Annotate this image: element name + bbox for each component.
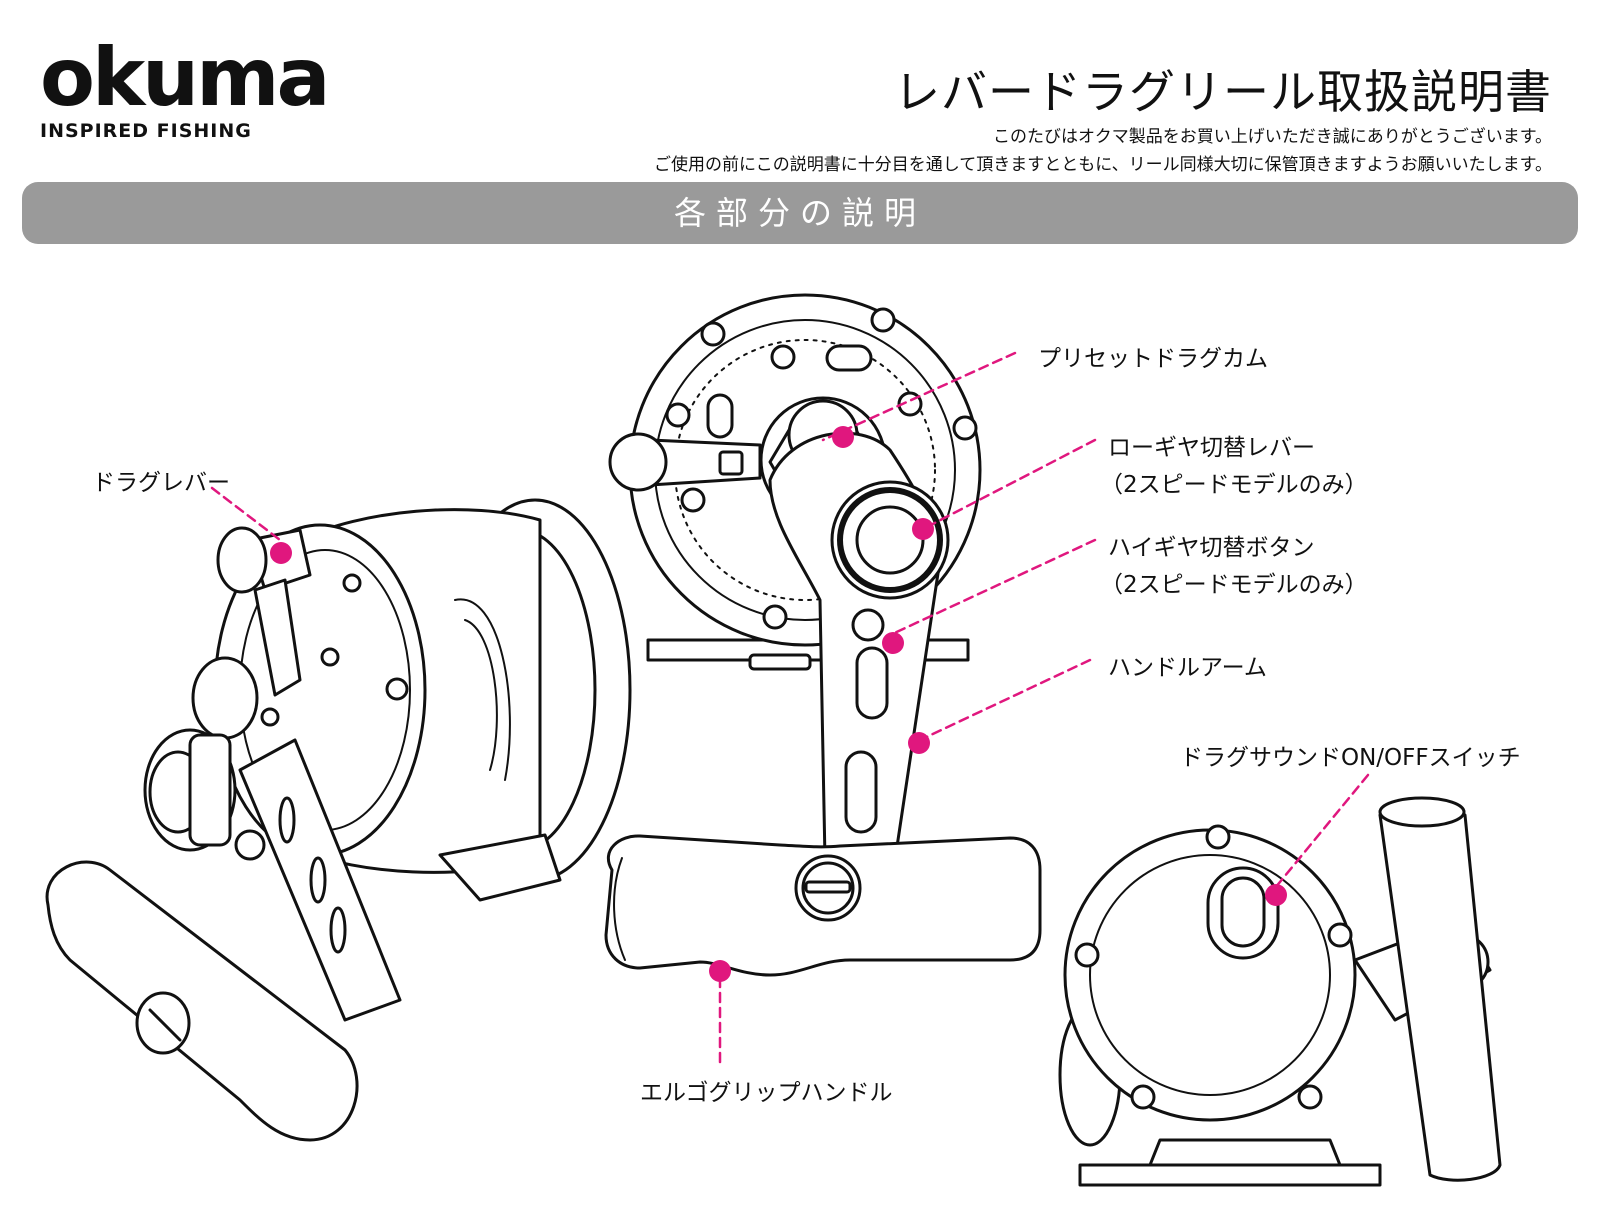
center-reel-illustration — [604, 293, 1042, 977]
label-preset-drag-cam: プリセットドラグカム — [1038, 346, 1268, 372]
okuma-logo: okuma INSPIRED FISHING — [40, 31, 330, 143]
leader-sound-switch — [1273, 773, 1370, 890]
label-low-gear-lever: ローギヤ切替レバー — [1108, 435, 1315, 461]
label-low-gear-note: （2スピードモデルのみ） — [1100, 472, 1368, 498]
dot-grip-handle — [709, 960, 731, 982]
intro-line-1: このたびはオクマ製品をお買い上げいただき誠にありがとうございます。 — [993, 127, 1552, 147]
dot-high-gear — [882, 632, 904, 654]
label-handle-arm: ハンドルアーム — [1108, 655, 1267, 681]
leader-lines — [210, 351, 1370, 1067]
dot-low-gear — [912, 518, 934, 540]
marker-dots — [270, 426, 1287, 982]
dot-drag-lever — [270, 542, 292, 564]
dot-handle-arm — [908, 732, 930, 754]
dot-sound-switch — [1265, 884, 1287, 906]
intro-line-2: ご使用の前にこの説明書に十分目を通して頂きますとともに、リール同様大切に保管頂き… — [654, 155, 1552, 175]
label-high-gear-note: （2スピードモデルのみ） — [1100, 572, 1368, 598]
left-reel-illustration — [45, 498, 632, 1142]
section-banner: 各部分の説明 — [22, 182, 1578, 244]
label-drag-lever: ドラグレバー — [92, 470, 230, 496]
label-ergo-grip-handle: エルゴグリップハンドル — [640, 1080, 893, 1106]
logo-tagline: INSPIRED FISHING — [40, 120, 252, 142]
right-reel-illustration — [1058, 796, 1502, 1187]
leader-preset-drag-cam — [821, 351, 1017, 442]
label-high-gear-button: ハイギヤ切替ボタン — [1108, 535, 1315, 561]
leader-high-gear — [886, 538, 1097, 638]
label-drag-sound-switch: ドラグサウンドON/OFFスイッチ — [1180, 745, 1521, 771]
leader-low-gear — [923, 438, 1097, 530]
page-title: レバードラグリール取扱説明書 — [894, 65, 1552, 119]
dot-preset-drag-cam — [832, 426, 854, 448]
leader-drag-lever — [210, 486, 282, 542]
logo-wordmark: okuma — [40, 31, 330, 124]
leader-handle-arm — [918, 658, 1092, 742]
